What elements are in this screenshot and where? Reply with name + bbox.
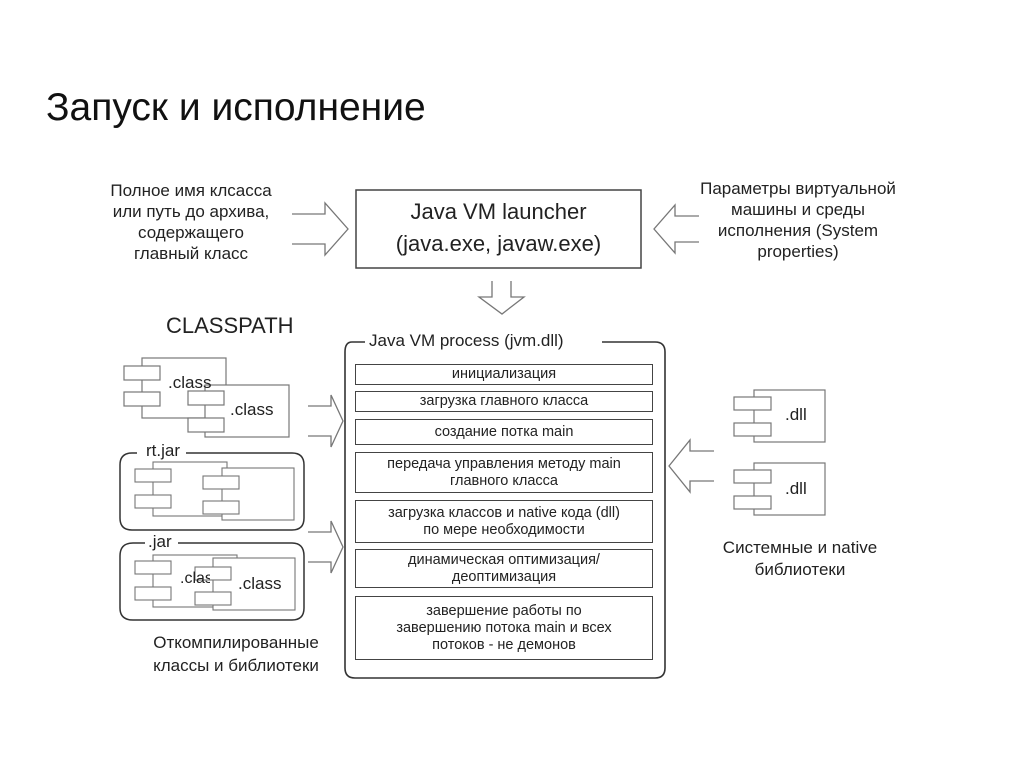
arrow-right-icon bbox=[308, 520, 344, 574]
caption-line: главный класс bbox=[133, 244, 249, 263]
step-text: загрузка главного класса bbox=[419, 393, 589, 409]
arrow-right-icon bbox=[292, 201, 349, 257]
caption-line: Параметры виртуальной bbox=[700, 179, 896, 198]
jar-label: .jar bbox=[146, 532, 174, 552]
vm-process-frame bbox=[344, 341, 666, 679]
class-file-label: .class bbox=[168, 373, 212, 392]
step-text: завершению потока main и всех bbox=[396, 619, 612, 636]
process-step-dynamic-optimization: динамическая оптимизация/ деоптимизация bbox=[355, 549, 653, 588]
process-step-shutdown: завершение работы по завершению потока m… bbox=[355, 596, 653, 660]
class-file-label: .class bbox=[238, 574, 282, 593]
compiled-classes-caption: Откомпилированные классы и библиотеки bbox=[120, 631, 352, 677]
caption-line: Полное имя клсасса bbox=[110, 181, 272, 200]
rt-jar-label: rt.jar bbox=[144, 441, 182, 461]
caption-line: содержащего bbox=[138, 223, 244, 242]
launcher-executables: (java.exe, javaw.exe) bbox=[395, 231, 602, 256]
step-text: потоков - не демонов bbox=[432, 636, 576, 653]
launcher-label: Java VM launcher (java.exe, javaw.exe) bbox=[356, 196, 641, 260]
caption-line: properties) bbox=[757, 242, 839, 261]
launcher-title: Java VM launcher bbox=[410, 199, 587, 224]
caption-line: Системные и native bbox=[722, 538, 878, 557]
step-text: завершение работы по bbox=[426, 602, 582, 619]
vm-parameters-caption: Параметры виртуальной машины и среды исп… bbox=[678, 178, 918, 262]
arrow-left-icon bbox=[653, 203, 699, 255]
step-text: по мере необходимости bbox=[423, 521, 585, 538]
process-step-load-main-class: загрузка главного класса bbox=[355, 391, 653, 412]
caption-line: Откомпилированные bbox=[153, 633, 319, 652]
process-step-create-main-thread: создание потка main bbox=[355, 419, 653, 445]
native-libraries-caption: Системные и native библиотеки bbox=[700, 537, 900, 581]
class-file-label: .class bbox=[230, 400, 274, 419]
caption-line: классы и библиотеки bbox=[153, 656, 319, 675]
step-text: динамическая оптимизация/ bbox=[408, 551, 600, 568]
slide-title: Запуск и исполнение bbox=[46, 86, 426, 129]
arrow-right-icon bbox=[308, 394, 344, 448]
launcher-box bbox=[355, 189, 642, 269]
dll-label: .dll bbox=[785, 405, 807, 424]
step-text: инициализация bbox=[451, 366, 557, 382]
process-step-invoke-main: передача управления методу main главного… bbox=[355, 452, 653, 493]
classpath-heading: CLASSPATH bbox=[166, 313, 294, 338]
step-text: загрузка классов и native кода (dll) bbox=[388, 504, 620, 521]
step-text: деоптимизация bbox=[451, 568, 557, 585]
step-text: передача управления методу main bbox=[387, 455, 621, 472]
arrow-left-icon bbox=[668, 438, 714, 494]
caption-line: исполнения (System bbox=[717, 221, 879, 240]
caption-line: машины и среды bbox=[731, 200, 865, 219]
step-text: создание потка main bbox=[434, 423, 574, 440]
process-step-initialization: инициализация bbox=[355, 364, 653, 385]
rt-jar-frame bbox=[119, 452, 305, 531]
process-step-load-classes-native: загрузка классов и native кода (dll) по … bbox=[355, 500, 653, 543]
arrow-down-icon bbox=[477, 281, 526, 315]
step-text: главного класса bbox=[450, 472, 558, 489]
class-name-input-caption: Полное имя клсасса или путь до архива, с… bbox=[82, 180, 300, 264]
vm-process-label: Java VM process (jvm.dll) bbox=[366, 331, 567, 351]
caption-line: или путь до архива, bbox=[112, 202, 270, 221]
jar-frame bbox=[119, 542, 305, 621]
caption-line: библиотеки bbox=[754, 560, 846, 579]
dll-label: .dll bbox=[785, 479, 807, 498]
class-file-label: .class bbox=[180, 570, 210, 587]
